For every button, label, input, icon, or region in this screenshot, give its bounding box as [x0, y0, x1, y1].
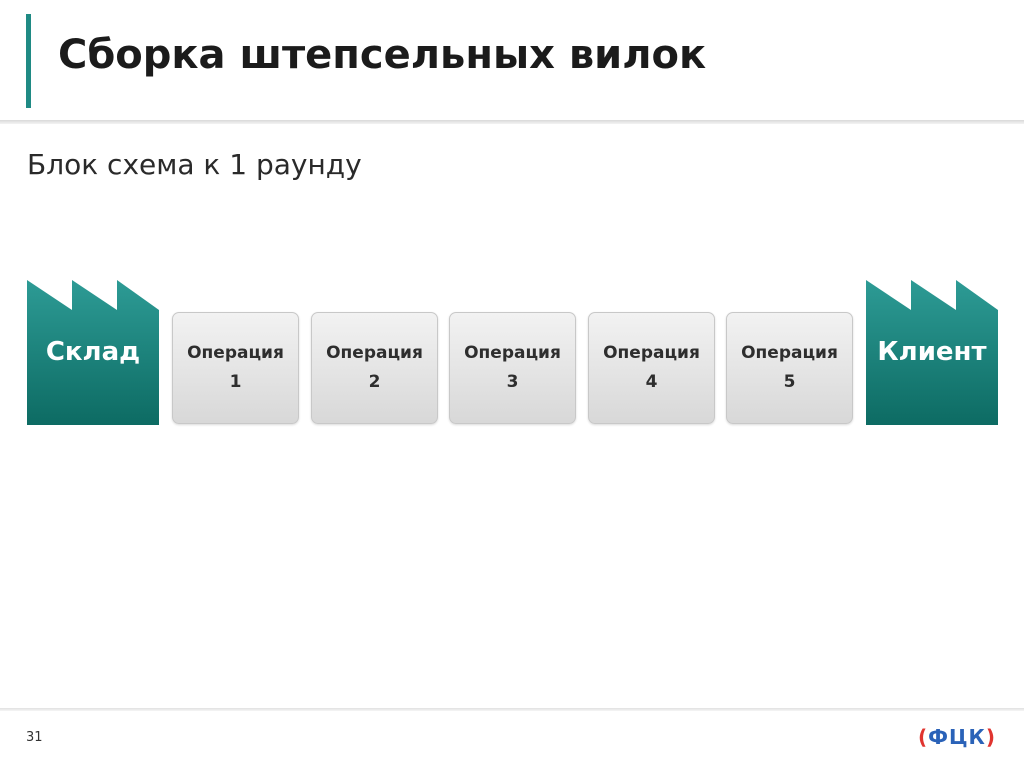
- operation-number: 5: [783, 372, 796, 392]
- operation-number: 2: [368, 372, 381, 392]
- warehouse-label: Склад: [45, 337, 141, 367]
- operation-number: 3: [506, 372, 519, 392]
- factory-icon: [27, 280, 159, 425]
- operation-box-3: Операция 3: [449, 312, 576, 424]
- page-title: Сборка штепсельных вилок: [58, 32, 707, 78]
- company-logo: (ФЦК): [918, 725, 996, 749]
- operation-label: Операция: [603, 343, 700, 363]
- operation-label: Операция: [464, 343, 561, 363]
- page-number: 31: [26, 730, 43, 745]
- operation-box-2: Операция 2: [311, 312, 438, 424]
- operation-number: 1: [229, 372, 242, 392]
- operation-label: Операция: [326, 343, 423, 363]
- header-divider: [0, 120, 1024, 124]
- logo-bracket-left: (: [918, 725, 929, 749]
- subtitle: Блок схема к 1 раунду: [27, 148, 362, 181]
- logo-text: ФЦК: [928, 725, 986, 749]
- operation-box-4: Операция 4: [588, 312, 715, 424]
- footer-divider: [0, 708, 1024, 711]
- warehouse-factory: Склад: [27, 280, 159, 425]
- logo-bracket-right: ): [985, 725, 997, 749]
- client-factory: Клиент: [866, 280, 998, 425]
- title-accent-bar: [26, 14, 31, 108]
- client-label: Клиент: [877, 337, 987, 367]
- operation-number: 4: [645, 372, 658, 392]
- operation-label: Операция: [741, 343, 838, 363]
- factory-icon: [866, 280, 998, 425]
- operation-box-5: Операция 5: [726, 312, 853, 424]
- operation-box-1: Операция 1: [172, 312, 299, 424]
- operation-label: Операция: [187, 343, 284, 363]
